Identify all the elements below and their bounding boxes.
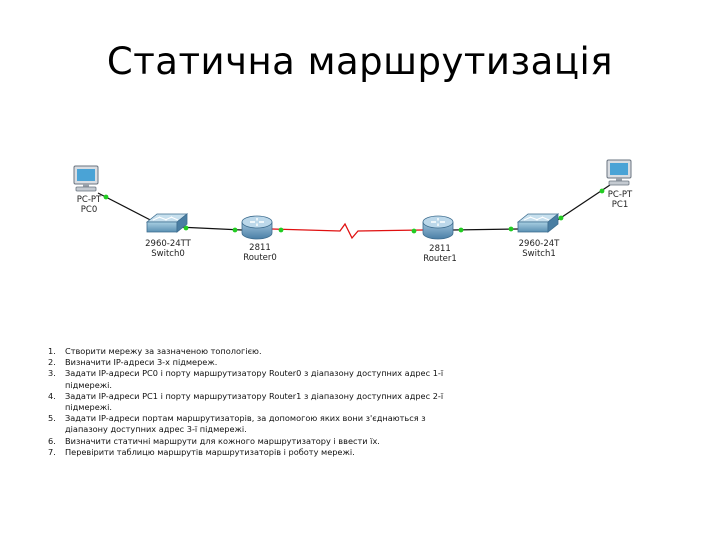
pc1-icon[interactable]: [606, 159, 632, 186]
list-item: 6. Визначити статичні маршрути для кожног…: [48, 436, 468, 447]
list-item-text: Задати IP-адреси портам маршрутизаторів,…: [65, 413, 426, 435]
list-item-text: Визначити статичні маршрути для кожного …: [65, 435, 380, 446]
pc1-model: PC-PT: [607, 190, 633, 200]
pc1-name: PC1: [611, 200, 629, 210]
link-router0-router1-serial: [271, 222, 424, 240]
pc0-name: PC0: [80, 205, 98, 215]
switch0-icon[interactable]: [145, 213, 189, 233]
router1-label: 2811 Router1: [423, 244, 457, 264]
pc0-icon[interactable]: [73, 165, 99, 192]
list-item: 4. Задати IP-адреси PC1 і порту маршрутиз…: [48, 391, 468, 413]
list-item: 1. Створити мережу за зазначеною топологі…: [48, 346, 468, 357]
router1-icon[interactable]: [422, 215, 454, 240]
pc0-model: PC-PT: [76, 195, 102, 205]
port-dot: [103, 194, 109, 200]
switch1-icon[interactable]: [516, 213, 560, 233]
list-item-text: Створити мережу за зазначеною топологією…: [65, 346, 262, 356]
list-item-text: Задати IP-адреси PC1 і порту маршрутизат…: [65, 390, 444, 413]
port-dot: [458, 227, 464, 233]
list-item: 5. Задати IP-адреси портам маршрутизаторі…: [48, 413, 468, 435]
list-item-number: 2.: [48, 357, 56, 368]
router0-icon[interactable]: [241, 215, 273, 240]
list-item-text: Перевірити таблицю маршрутів маршрутизат…: [65, 446, 355, 457]
switch0-model: 2960-24TT: [145, 239, 191, 249]
list-item-text: Визначити IP-адреси 3-х підмереж.: [65, 357, 218, 368]
list-item: 7. Перевірити таблицю маршрутів маршрутиз…: [48, 447, 468, 458]
pc1-label: PC-PT PC1: [608, 190, 632, 210]
network-topology-diagram: PC-PT PC0 2960-24TT Switch0 2811 Router0…: [73, 159, 632, 264]
switch0-name: Switch0: [151, 249, 185, 259]
router0-label: 2811 Router0: [243, 243, 277, 263]
list-item-number: 5.: [48, 413, 56, 424]
switch1-name: Switch1: [522, 249, 556, 259]
router0-model: 2811: [249, 243, 271, 253]
port-dot: [183, 225, 189, 231]
topology-canvas: [73, 159, 632, 240]
port-dot: [508, 226, 514, 232]
port-dot: [232, 227, 238, 233]
port-dot: [411, 228, 417, 234]
pc0-label: PC-PT PC0: [77, 195, 101, 215]
list-item: 3. Задати IP-адреси PC0 і порту маршрутиз…: [48, 368, 468, 390]
list-item-number: 1.: [48, 346, 56, 356]
list-item-number: 4.: [48, 390, 56, 401]
list-item-number: 6.: [48, 435, 56, 446]
port-dot: [558, 215, 564, 221]
router1-name: Router1: [423, 254, 457, 264]
link-switch0-router0: [177, 226, 243, 231]
port-dot: [278, 227, 284, 233]
router0-name: Router0: [243, 253, 277, 263]
list-item-number: 7.: [48, 446, 56, 457]
list-item-number: 3.: [48, 368, 56, 379]
switch1-model: 2960-24T: [518, 239, 560, 249]
slide-title: Статична маршрутизація: [106, 40, 614, 83]
port-dot: [599, 188, 605, 194]
list-item-text: Задати IP-адреси PC0 і порту маршрутизат…: [65, 368, 444, 390]
switch1-label: 2960-24T Switch1: [519, 239, 560, 259]
switch0-label: 2960-24TT Switch0: [145, 239, 191, 259]
list-item: 2. Визначити IP-адреси 3-х підмереж.: [48, 357, 468, 368]
task-list: 1. Створити мережу за зазначеною топологі…: [48, 346, 468, 458]
router1-model: 2811: [429, 244, 451, 254]
